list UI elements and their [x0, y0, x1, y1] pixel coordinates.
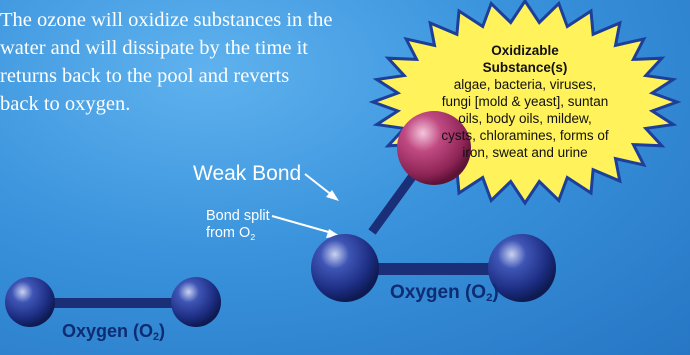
right-molecule-bond	[345, 263, 525, 275]
right-oxygen-atom-1	[311, 234, 379, 302]
callout-title-line: Oxidizable	[491, 43, 559, 58]
left-molecule-bond	[30, 298, 198, 308]
bond-split-line: from O2	[206, 225, 270, 246]
callout-line: iron, sweat and urine	[462, 145, 588, 160]
bond-split-pointer-arrow	[271, 215, 333, 234]
weak-bond-label: Weak Bond	[193, 162, 302, 185]
bond-split-label: Bond split from O2	[206, 208, 270, 246]
weak-bond-pointer-arrow	[304, 173, 334, 197]
oxygen-label-subscript: 2	[153, 331, 160, 343]
callout-title-line: Substance(s)	[482, 60, 568, 75]
oxygen-label-text: Oxygen (O	[62, 321, 154, 341]
explanation-paragraph: The ozone will oxidize substances in the…	[0, 6, 345, 118]
ozone-third-atom	[397, 111, 471, 185]
left-oxygen-atom-1	[5, 277, 55, 327]
left-oxygen-label: Oxygen (O2)	[62, 321, 165, 343]
callout-line: oils, body oils, mildew,	[458, 111, 592, 126]
paragraph-line: back to oxygen.	[0, 93, 131, 115]
bond-split-text: from O	[206, 225, 251, 241]
right-oxygen-label: Oxygen (O2)	[390, 282, 499, 304]
paragraph-line: The ozone will oxidize substances in the	[0, 9, 333, 31]
bond-split-subscript: 2	[250, 232, 256, 242]
callout-line: cysts, chloramines, forms of	[441, 128, 609, 143]
weak-bond-arrow-head	[326, 190, 339, 201]
right-oxygen-atom-2	[488, 234, 556, 302]
oxidizable-substances-callout: Oxidizable Substance(s) algae, bacteria,…	[420, 42, 630, 161]
callout-line: algae, bacteria, viruses,	[453, 77, 597, 92]
left-oxygen-atom-2	[171, 277, 221, 327]
paragraph-line: returns back to the pool and reverts	[0, 65, 290, 87]
bond-split-line: Bond split	[206, 208, 270, 224]
oxygen-label-close: )	[492, 282, 499, 303]
oxygen-label-text: Oxygen (O	[390, 282, 487, 303]
oxygen-label-close: )	[159, 321, 166, 341]
paragraph-line: water and will dissipate by the time it	[0, 37, 309, 59]
callout-line: fungi [mold & yeast], suntan	[441, 94, 609, 109]
oxygen-label-subscript: 2	[486, 292, 493, 304]
